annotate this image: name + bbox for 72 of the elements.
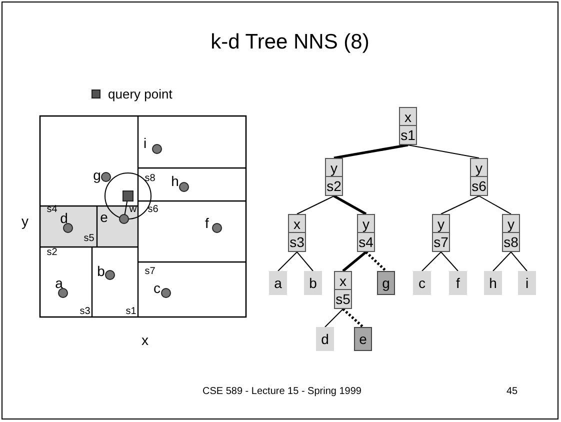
tree-edge: [422, 252, 442, 272]
tree-edge: [296, 252, 314, 272]
split-name: s3: [289, 233, 305, 251]
split-label: s5: [84, 234, 94, 244]
split-label: s3: [80, 307, 90, 317]
leaf-node: i: [518, 271, 536, 295]
leaf-node: b: [304, 271, 322, 295]
leaf-node: f: [449, 271, 467, 295]
split-node: [432, 214, 450, 252]
split-axis: y: [358, 215, 374, 233]
split-label: s2: [46, 248, 58, 258]
point-label: c: [154, 281, 160, 295]
point-label: g: [93, 168, 101, 182]
split-name: s5: [335, 290, 351, 308]
legend-label: query point: [108, 88, 172, 100]
tree-edge: [408, 144, 480, 158]
leaf-node: a: [269, 271, 287, 295]
point-label: b: [97, 264, 105, 278]
tree-edge: [365, 251, 387, 272]
split-node: [502, 214, 520, 252]
split-node: [399, 107, 417, 145]
split-name: s6: [471, 177, 487, 195]
split-axis: x: [289, 215, 305, 233]
split-label: s6: [148, 205, 158, 215]
split-node: [325, 158, 343, 196]
leaf-node: c: [413, 271, 431, 295]
split-axis: x: [400, 108, 416, 126]
split-label: s8: [144, 174, 156, 184]
leaf-node: h: [484, 271, 502, 295]
point-label: h: [171, 174, 179, 188]
axis-label: y: [22, 214, 28, 228]
radius-label: w: [129, 205, 137, 215]
tree-edge: [333, 194, 367, 216]
point-label: f: [205, 216, 209, 230]
tree-edge: [440, 252, 458, 272]
tree-edge: [278, 252, 298, 272]
point-label: a: [55, 276, 63, 290]
tree-edge: [342, 251, 367, 272]
split-node: [470, 158, 488, 196]
leaf-node: e: [354, 327, 372, 351]
split-name: s2: [326, 177, 342, 195]
tree-edge: [334, 144, 408, 160]
split-axis: x: [335, 272, 351, 290]
split-axis: y: [471, 159, 487, 177]
point-label: e: [100, 210, 108, 224]
split-node: [334, 271, 352, 309]
split-node: [357, 214, 375, 252]
tree-edge: [510, 252, 528, 272]
split-name: s4: [358, 233, 374, 251]
tree-edge: [342, 308, 364, 328]
split-axis: y: [503, 215, 519, 233]
footer-text: CSE 589 - Lecture 15 - Spring 1999: [202, 387, 362, 397]
slide-title: k-d Tree NNS (8): [210, 32, 370, 52]
split-name: s8: [503, 233, 519, 251]
split-label: s7: [144, 267, 156, 277]
split-axis: y: [433, 215, 449, 233]
split-axis: y: [326, 159, 342, 177]
split-node: [288, 214, 306, 252]
leaf-node: d: [316, 327, 334, 351]
leaf-node: g: [377, 271, 395, 295]
point-label: d: [60, 211, 68, 225]
tree-edge: [440, 196, 480, 214]
tree-edge: [478, 196, 512, 214]
page-number: 45: [506, 387, 518, 397]
split-name: s7: [433, 233, 449, 251]
point-label: i: [143, 136, 147, 150]
tree-edge: [492, 252, 512, 272]
axis-label: x: [142, 333, 148, 347]
split-name: s1: [400, 126, 416, 144]
tree-edge: [296, 196, 334, 214]
tree-edge: [324, 308, 344, 328]
split-label: s1: [126, 307, 136, 317]
